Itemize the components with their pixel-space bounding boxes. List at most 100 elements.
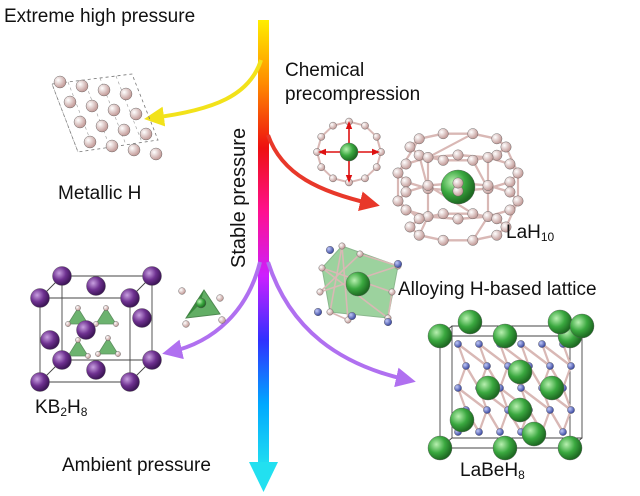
bond: [396, 137, 421, 175]
labeh8-subscript: 8: [518, 468, 525, 482]
hydrogen-atom: [388, 288, 396, 296]
hydrogen-atom: [85, 353, 91, 359]
lanthanum-atom: [521, 421, 547, 447]
hydrogen-atom: [482, 152, 494, 163]
arrow-to-lah10: [266, 134, 380, 212]
lattice-line: [83, 79, 111, 148]
hydrogen-atom: [318, 264, 326, 272]
hydrogen-atom: [218, 316, 226, 324]
hydrogen-atom: [103, 305, 109, 311]
labeh8-base: LaBeH: [460, 460, 519, 481]
potassium-atom: [30, 288, 50, 308]
bond: [456, 386, 489, 412]
hydrogen-atom: [149, 147, 163, 161]
bond: [561, 342, 573, 368]
hydrogen-atom: [83, 135, 97, 149]
hydrogen-atom: [113, 321, 119, 327]
lanthanum-atom: [507, 359, 533, 385]
hydrogen-atom: [75, 337, 81, 343]
beryllium-atom: [475, 340, 483, 348]
hydrogen-atom: [413, 133, 425, 145]
beryllium-atom: [559, 428, 567, 436]
lanthanum-atom: [492, 435, 518, 461]
hydrogen-atom: [500, 221, 512, 233]
hydrogen-atom: [326, 308, 334, 316]
potassium-atom: [76, 320, 96, 340]
hydrogen-atom: [75, 79, 89, 93]
kb2h8-part1: KB: [35, 397, 61, 418]
labeh8-unit-cell: [427, 309, 595, 461]
hydrogen-atom: [400, 186, 412, 198]
kb2h8-unit-cell: [30, 266, 162, 392]
beryllium-atom: [314, 308, 323, 317]
potassium-atom: [120, 288, 140, 308]
hydrogen-atom: [392, 167, 404, 179]
lanthanum-atom: [449, 407, 475, 433]
hydrogen-atom: [313, 148, 321, 156]
hydrogen-atom: [345, 117, 353, 126]
lanthanum-atom: [547, 309, 573, 335]
lah10-clathrate-cage: [392, 128, 524, 246]
lanthanum-atom: [457, 309, 483, 335]
hydrogen-atom: [216, 294, 224, 302]
beryllium-atom: [496, 428, 504, 436]
hydrogen-atom: [361, 121, 369, 130]
hydrogen-atom: [400, 204, 412, 216]
hydrogen-atom: [504, 158, 516, 170]
lanthanum-atom: [475, 375, 501, 401]
hydrogen-atom: [400, 176, 412, 188]
hydrogen-atom: [372, 163, 381, 171]
hydrogen-atom: [316, 288, 324, 296]
potassium-atom: [40, 330, 60, 350]
hydrogen-atom: [129, 107, 143, 121]
bond: [540, 342, 552, 368]
hydrogen-atom: [119, 87, 133, 101]
bond: [477, 342, 489, 368]
pressure-arrow-head: [249, 462, 278, 492]
lattice-line: [51, 83, 79, 153]
arrow-to-kb2h8: [162, 261, 262, 360]
lah10-subscript: 10: [540, 230, 555, 244]
beryllium-atom: [483, 406, 491, 414]
beryllium-atom: [567, 406, 575, 414]
bond: [561, 408, 573, 434]
bond: [519, 342, 552, 368]
hydrogen-atom: [467, 154, 479, 166]
lah10-base: LaH: [506, 222, 541, 243]
lah10-precompression-cluster: [313, 117, 385, 187]
hydrogen-atom: [85, 99, 99, 113]
hydrogen-atom: [75, 305, 81, 311]
hydrogen-atom: [452, 149, 464, 161]
potassium-atom: [86, 276, 106, 296]
beryllium-atom: [546, 362, 554, 370]
bond: [456, 364, 468, 390]
bh4-tetrahedron-small: [67, 307, 89, 325]
hydrogen-atom: [95, 119, 109, 133]
beryllium-atom: [348, 312, 357, 321]
label-precompression: precompression: [285, 84, 421, 105]
hydrogen-atom: [467, 128, 479, 140]
hydrogen-atom: [413, 229, 425, 241]
beryllium-atom: [567, 362, 575, 370]
hydrogen-atom: [482, 180, 494, 191]
lanthanum-atom: [569, 313, 595, 339]
hydrogen-atom: [452, 177, 464, 189]
bond: [387, 291, 393, 319]
hydrogen-atom: [317, 163, 326, 171]
label-alloying-h-lattice: Alloying H-based lattice: [398, 279, 597, 300]
hydrogen-atom: [127, 143, 141, 157]
beryllium-atom: [462, 362, 470, 370]
hydrogen-atom: [437, 234, 449, 246]
hydrogen-atom: [400, 158, 412, 170]
tetra-face: [186, 290, 204, 318]
kb2h8-part2: H: [67, 397, 81, 418]
bond: [477, 408, 489, 434]
potassium-atom: [142, 350, 162, 370]
hydrogen-atom: [178, 287, 186, 295]
bond: [548, 408, 565, 434]
hydrogen-atom: [329, 174, 337, 183]
arrow-to-labeh8: [266, 261, 416, 388]
bond: [519, 386, 552, 412]
hydrogen-atom: [338, 242, 346, 250]
lanthanum-atom: [539, 375, 565, 401]
